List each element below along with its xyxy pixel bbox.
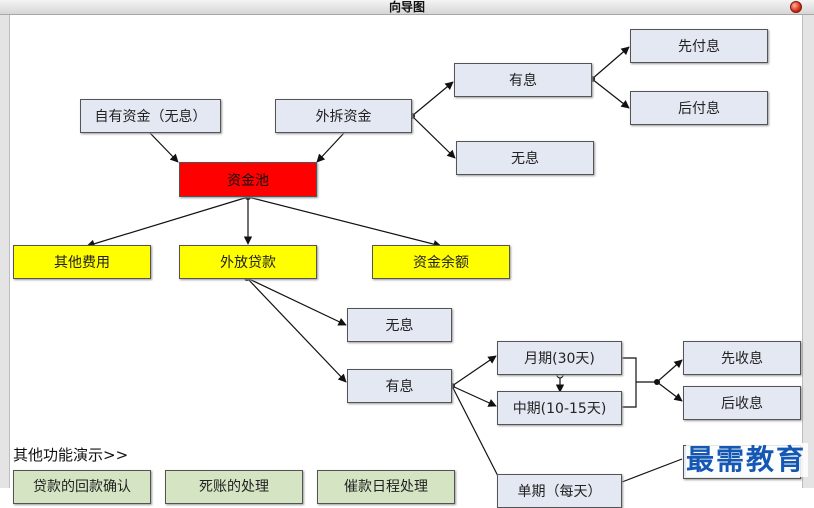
link-borrowed-to-pool <box>316 132 345 163</box>
window-titlebar: 向导图 <box>0 0 814 15</box>
window-title: 向导图 <box>388 0 425 14</box>
function-button-loan-repayment[interactable]: 贷款的回款确认 <box>13 470 151 504</box>
diagram-canvas: 自有资金（无息） 外拆资金 有息 先付息 后付息 无息 资金池 其他费用 外放贷… <box>10 15 802 508</box>
node-mid-term[interactable]: 中期(10-15天) <box>497 391 622 425</box>
link-borrowed-to-interest <box>411 81 454 117</box>
link-interest-to-single <box>451 385 502 483</box>
node-interest-top[interactable]: 有息 <box>454 63 592 97</box>
link-pool-to-other-costs <box>86 196 249 248</box>
link-interest-to-mid <box>451 385 497 407</box>
node-no-interest-top[interactable]: 无息 <box>456 141 594 175</box>
link-interest-to-pay-first <box>591 46 630 80</box>
node-other-costs[interactable]: 其他费用 <box>13 245 151 279</box>
node-single-term[interactable]: 单期（每天） <box>497 474 622 508</box>
node-pay-later[interactable]: 后付息 <box>630 91 768 125</box>
node-monthly[interactable]: 月期(30天) <box>497 341 622 375</box>
function-button-bad-debt[interactable]: 死账的处理 <box>165 470 303 504</box>
node-no-interest-loan[interactable]: 无息 <box>347 308 452 342</box>
link-interest-to-pay-later <box>591 78 630 109</box>
window-frame-right <box>802 15 814 488</box>
watermark-logo: 最需教育 <box>686 443 808 477</box>
node-borrowed-funds[interactable]: 外拆资金 <box>275 99 412 133</box>
window-frame-left <box>0 15 10 488</box>
close-window-button[interactable] <box>790 1 802 13</box>
link-single-onward <box>621 458 683 483</box>
link-own-funds-to-pool <box>149 132 179 163</box>
node-collect-later[interactable]: 后收息 <box>683 386 801 420</box>
function-button-collection-schedule[interactable]: 催款日程处理 <box>317 470 455 504</box>
link-pool-to-balance <box>247 196 442 249</box>
node-collect-first[interactable]: 先收息 <box>683 341 801 375</box>
node-own-funds[interactable]: 自有资金（无息） <box>80 99 221 133</box>
link-interest-to-monthly <box>451 355 497 387</box>
node-fund-pool[interactable]: 资金池 <box>179 162 317 197</box>
link-merge-to-collect-first <box>656 359 683 383</box>
node-loans-out[interactable]: 外放贷款 <box>179 245 317 279</box>
node-interest-loan[interactable]: 有息 <box>347 369 452 403</box>
link-merge-bracket <box>622 357 637 408</box>
node-fund-balance[interactable]: 资金余额 <box>372 245 510 279</box>
junction-merge <box>654 379 660 385</box>
link-merge-to-collect-later <box>656 381 683 402</box>
link-loans-to-no-interest <box>246 277 347 326</box>
node-pay-first[interactable]: 先付息 <box>630 29 768 63</box>
link-borrowed-to-no-interest <box>411 115 456 159</box>
other-functions-label: 其他功能演示>> <box>13 446 129 464</box>
link-loans-to-interest <box>246 277 347 383</box>
